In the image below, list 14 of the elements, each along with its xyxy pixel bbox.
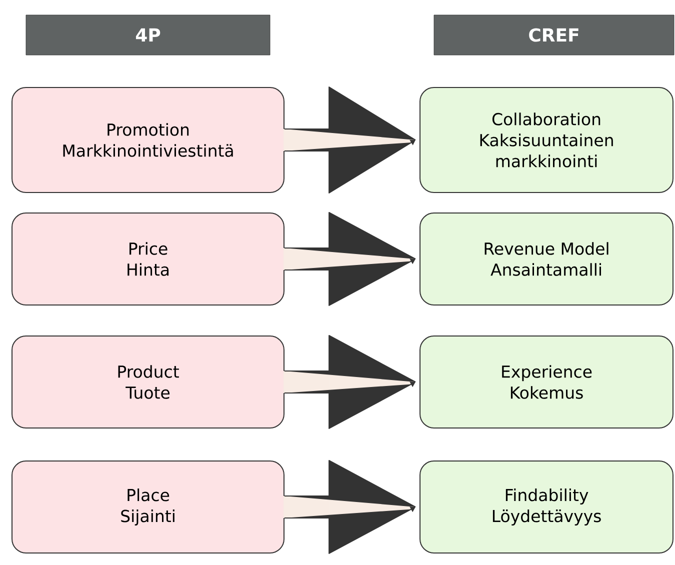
- block-arrow: [284, 86, 416, 194]
- block-arrow: [284, 335, 416, 429]
- block-arrow: [284, 212, 416, 306]
- rounded-box: Price Hinta: [12, 212, 284, 306]
- rounded-box: Promotion Markkinointiviestintä: [12, 87, 284, 193]
- rounded-box: Experience Kokemus: [420, 336, 674, 428]
- rounded-box: Place Sijainti: [12, 460, 284, 554]
- block-arrow: [284, 460, 416, 554]
- rounded-box: Revenue Model Ansaintamalli: [420, 212, 674, 306]
- header-bar: 4P: [26, 14, 270, 56]
- rounded-box: Collaboration Kaksisuuntainen markkinointi: [420, 87, 674, 193]
- rounded-box: Findability Löydettävyys: [420, 460, 674, 554]
- rounded-box: Product Tuote: [12, 336, 284, 428]
- header-bar: CREF: [434, 14, 674, 56]
